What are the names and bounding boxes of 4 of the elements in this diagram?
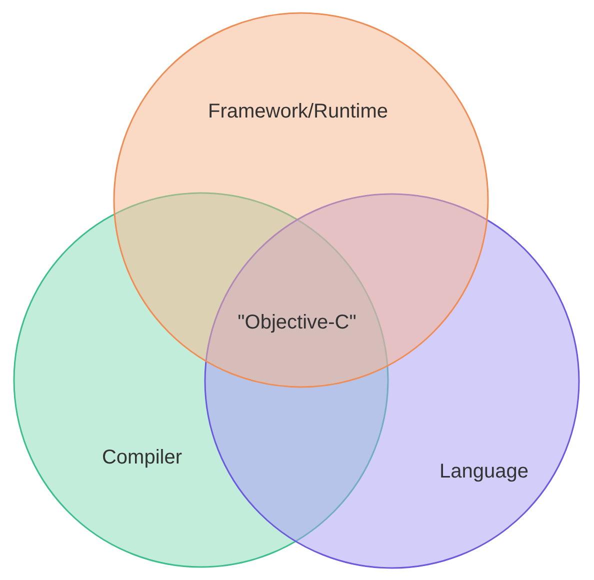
intersection-label: "Objective-C": [238, 312, 356, 334]
set-label: Compiler: [102, 446, 182, 470]
set-label: Framework/Runtime: [208, 100, 388, 124]
set-label: Language: [440, 460, 528, 484]
